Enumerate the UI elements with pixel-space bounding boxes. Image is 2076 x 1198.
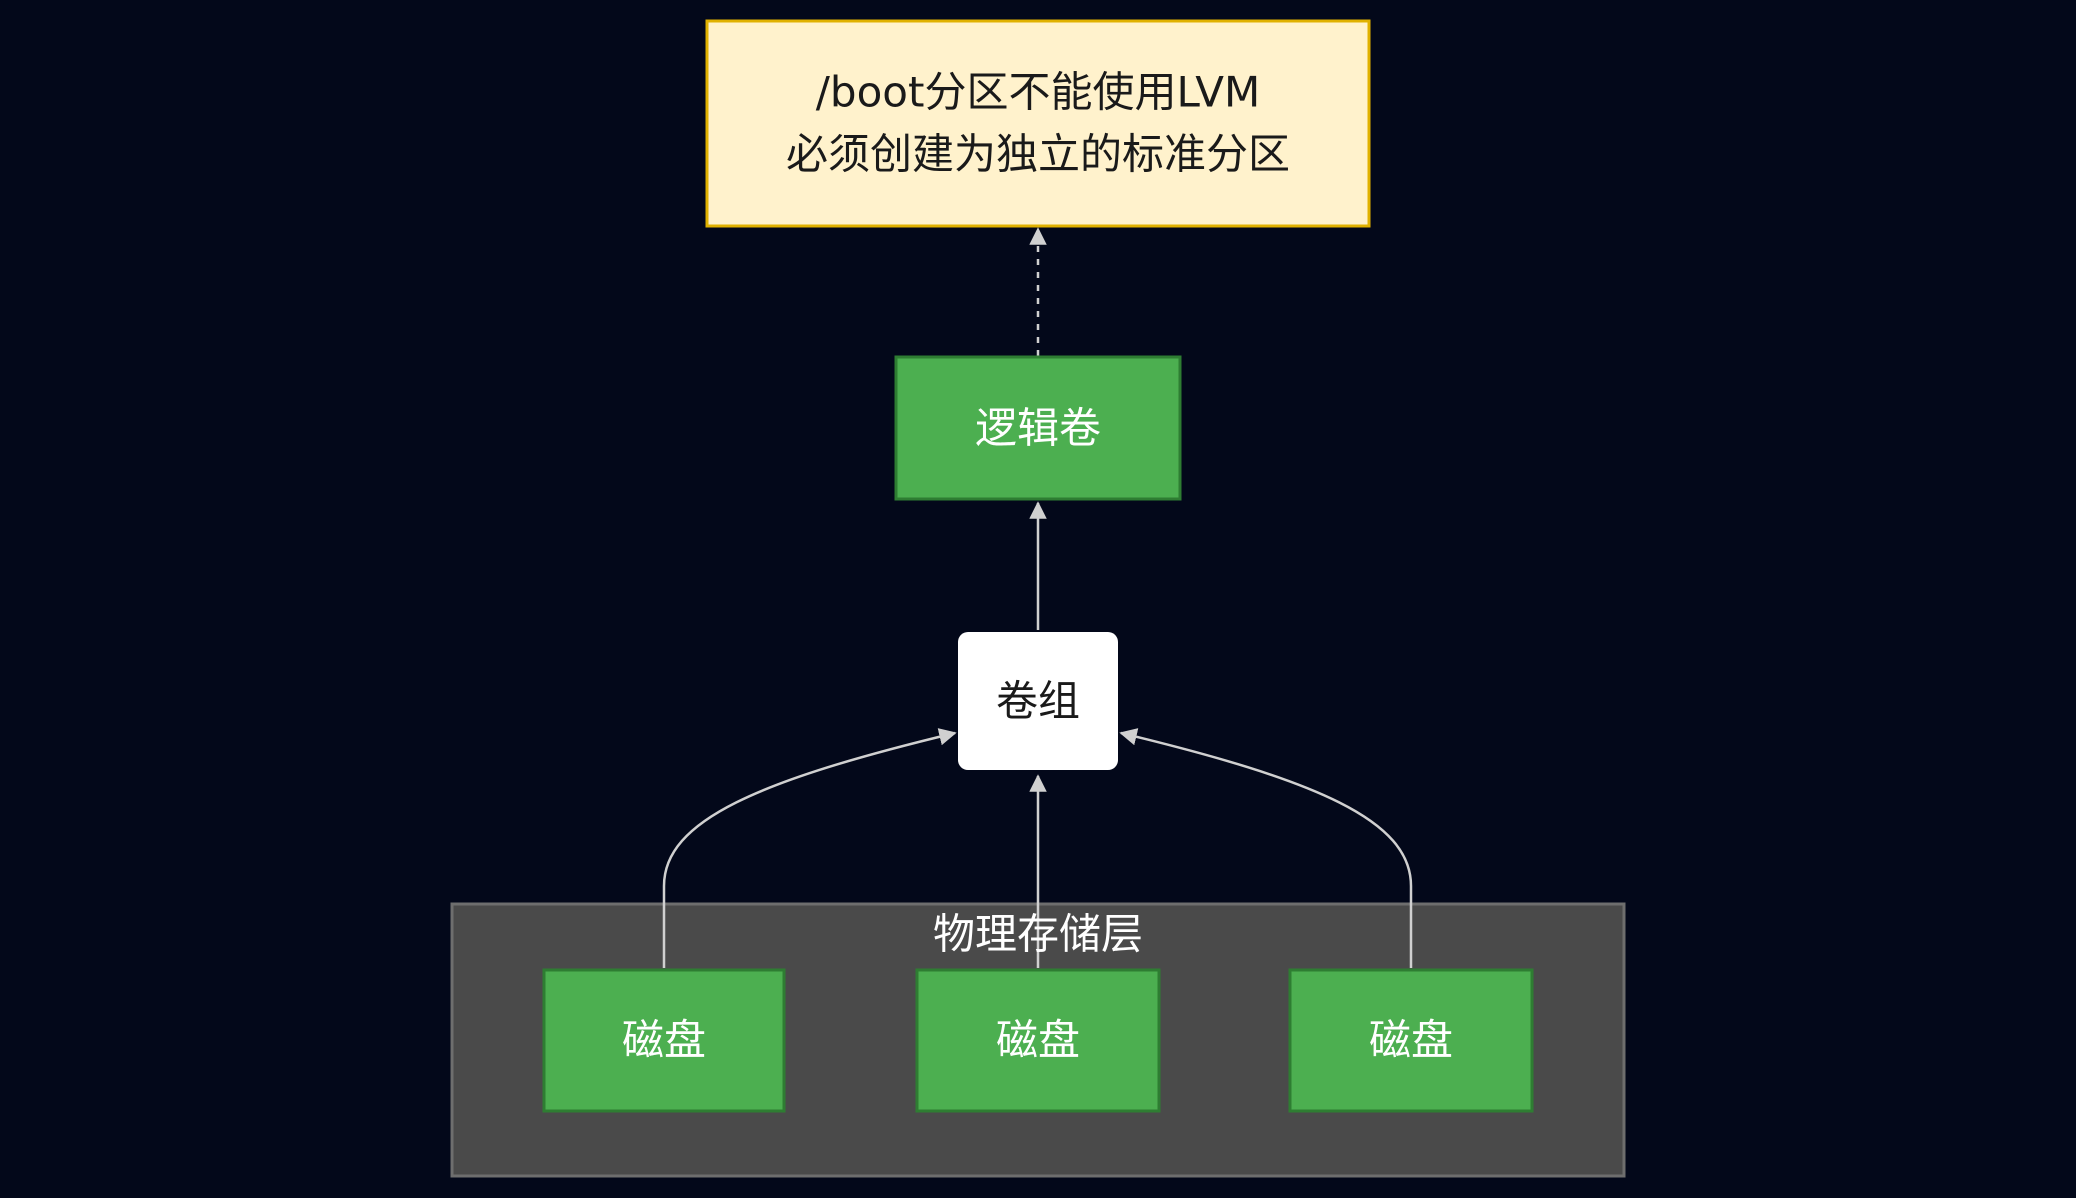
disk-label: 磁盘 <box>1369 1016 1453 1065</box>
disk-label: 磁盘 <box>622 1016 706 1065</box>
note-line-1: /boot分区不能使用LVM <box>816 68 1260 117</box>
volume-group-box <box>958 632 1118 770</box>
disk-box <box>542 968 786 1113</box>
physical-storage-title: 物理存储层 <box>933 910 1143 959</box>
disk-box <box>915 968 1161 1113</box>
volume-group-label: 卷组 <box>996 677 1080 726</box>
disk-node-1: 磁盘 <box>542 968 786 1113</box>
edge-disk1-to-volume-group <box>662 728 957 968</box>
note-line-2: 必须创建为独立的标准分区 <box>786 130 1290 179</box>
disk-label: 磁盘 <box>996 1016 1080 1065</box>
edge-disk3-to-volume-group <box>1119 728 1413 968</box>
disk-box <box>1288 968 1534 1113</box>
logical-volume-label: 逻辑卷 <box>975 404 1101 453</box>
logical-volume-box <box>894 355 1182 501</box>
boot-partition-note: /boot分区不能使用LVM 必须创建为独立的标准分区 <box>705 19 1371 228</box>
note-box <box>705 19 1371 228</box>
disk-node-2: 磁盘 <box>915 968 1161 1113</box>
logical-volume-node: 逻辑卷 <box>894 355 1182 501</box>
edges <box>662 227 1413 968</box>
disk-node-3: 磁盘 <box>1288 968 1534 1113</box>
volume-group-node: 卷组 <box>958 632 1118 770</box>
